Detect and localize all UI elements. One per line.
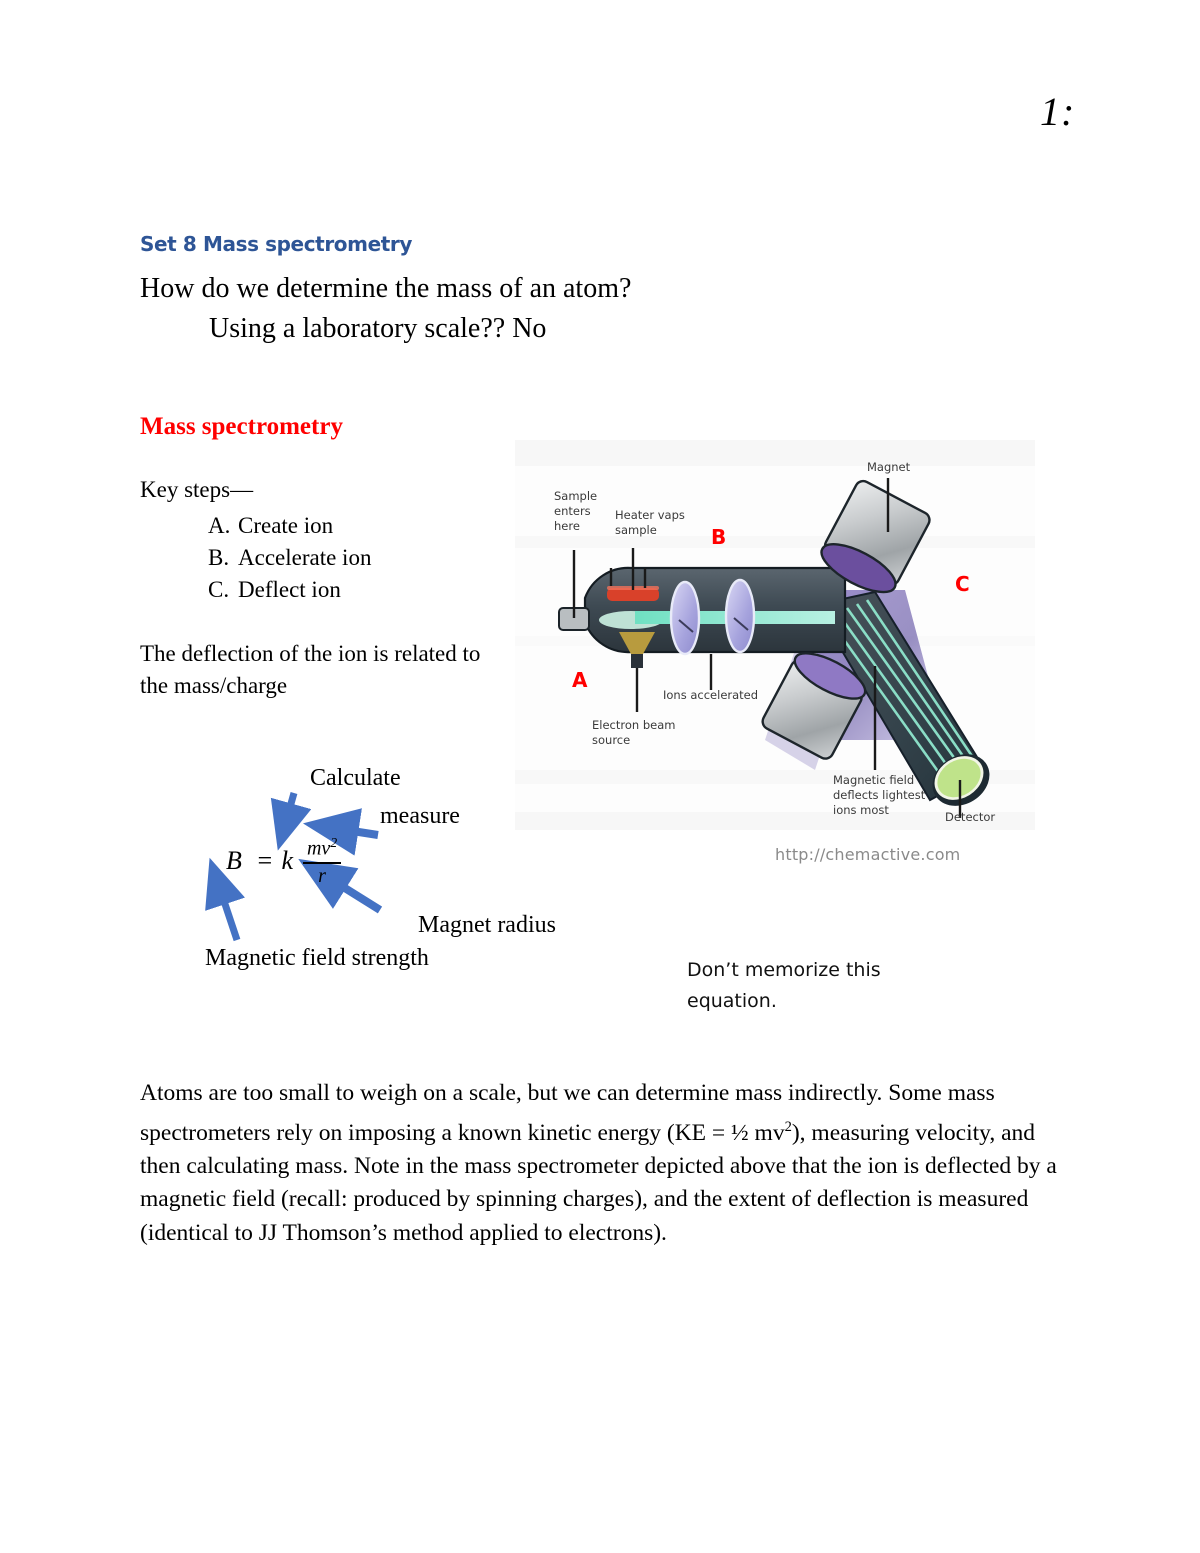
list-marker: C. — [208, 577, 230, 602]
annotation-field-strength: Magnetic field strength — [205, 945, 429, 971]
key-steps-list: A. Create ion B. Accelerate ion C. Deflect … — [208, 510, 371, 606]
arrow-calculate — [270, 792, 312, 851]
mass-spectrometer-figure: Sample enters here Heater vaps sample Io… — [515, 440, 1035, 830]
equation-constant: k — [281, 846, 293, 876]
electron-gun — [619, 632, 655, 654]
annotation-arrows — [205, 792, 383, 942]
figure-letter-b: B — [711, 525, 727, 549]
question-line-2: Using a laboratory scale?? No — [209, 313, 547, 344]
annotation-magnet-radius: Magnet radius — [418, 912, 556, 938]
list-item: B. Accelerate ion — [208, 542, 371, 574]
question-line-1: How do we determine the mass of an atom? — [140, 273, 632, 304]
equation-denominator: r — [318, 864, 326, 887]
figure-label-electron-beam: Electron beam source — [592, 718, 676, 747]
list-item-label: Accelerate ion — [238, 545, 372, 570]
focus-lens-2 — [724, 578, 756, 654]
page-number: 1: — [1040, 89, 1076, 134]
arrow-field-strength — [205, 857, 246, 942]
figure-letter-a: A — [572, 668, 588, 692]
focus-lens-1 — [669, 580, 701, 656]
annotation-calculate: Calculate — [310, 765, 401, 791]
leader-lines — [572, 478, 962, 818]
ionization-chamber — [558, 566, 847, 668]
body-paragraph: Atoms are too small to weigh on a scale,… — [140, 1077, 1070, 1250]
equation-numerator: mv2 — [302, 835, 342, 864]
section-title: Mass spectrometry — [140, 413, 343, 440]
list-item-label: Deflect ion — [238, 577, 341, 602]
deflected-tube — [813, 590, 990, 806]
figure-label-heater: Heater vaps sample — [615, 508, 685, 537]
equation-fraction: mv2 r — [302, 835, 342, 888]
list-item-label: Create ion — [238, 513, 334, 538]
figure-credit: http://chemactive.com — [775, 845, 961, 864]
magnet-lower — [761, 652, 867, 760]
figure-label-sample-enters: Sample enters here — [554, 489, 598, 533]
figure-label-ions-accelerated: Ions accelerated — [663, 688, 759, 702]
heater-element — [607, 588, 659, 601]
body-paragraph-part1: Atoms are too small to weigh on a scale,… — [140, 1080, 995, 1146]
figure-label-magnet: Magnet — [867, 460, 911, 474]
figure-letter-c: C — [955, 572, 970, 596]
equation-numerator-exponent: 2 — [330, 835, 338, 850]
annotation-measure: measure — [380, 803, 460, 829]
magnet-upper — [820, 479, 931, 594]
equation-annotation-group: Calculate measure Magnet radius Magnetic… — [140, 755, 660, 995]
deflection-note: The deflection of the ion is related to … — [140, 641, 481, 698]
dont-memorize-note: Don’t memorize this equation. — [687, 959, 881, 1012]
equation-equals: = — [255, 846, 274, 876]
list-item: C. Deflect ion — [208, 574, 371, 606]
equation-formula: B = k mv2 r — [226, 835, 342, 888]
list-marker: B. — [208, 545, 230, 570]
set-title: Set 8 Mass spectrometry — [140, 232, 413, 256]
arrow-magnet-radius — [298, 858, 383, 914]
key-steps-label: Key steps— — [140, 477, 254, 502]
figure-label-magnetic-field: Magnetic field deflects lightest ions mo… — [833, 773, 926, 817]
body-paragraph-part2: ), measuring velocity, and then calculat… — [140, 1119, 1057, 1246]
list-marker: A. — [208, 513, 231, 538]
spectrometer-drawing — [558, 478, 990, 818]
equation-left-symbol: B — [226, 846, 242, 876]
figure-label-detector: Detector — [945, 810, 996, 824]
body-paragraph-superscript: 2 — [784, 1118, 792, 1135]
list-item: A. Create ion — [208, 510, 371, 542]
equation-numerator-base: mv — [306, 837, 331, 860]
arrow-measure — [302, 808, 379, 856]
detector-face — [937, 758, 981, 798]
